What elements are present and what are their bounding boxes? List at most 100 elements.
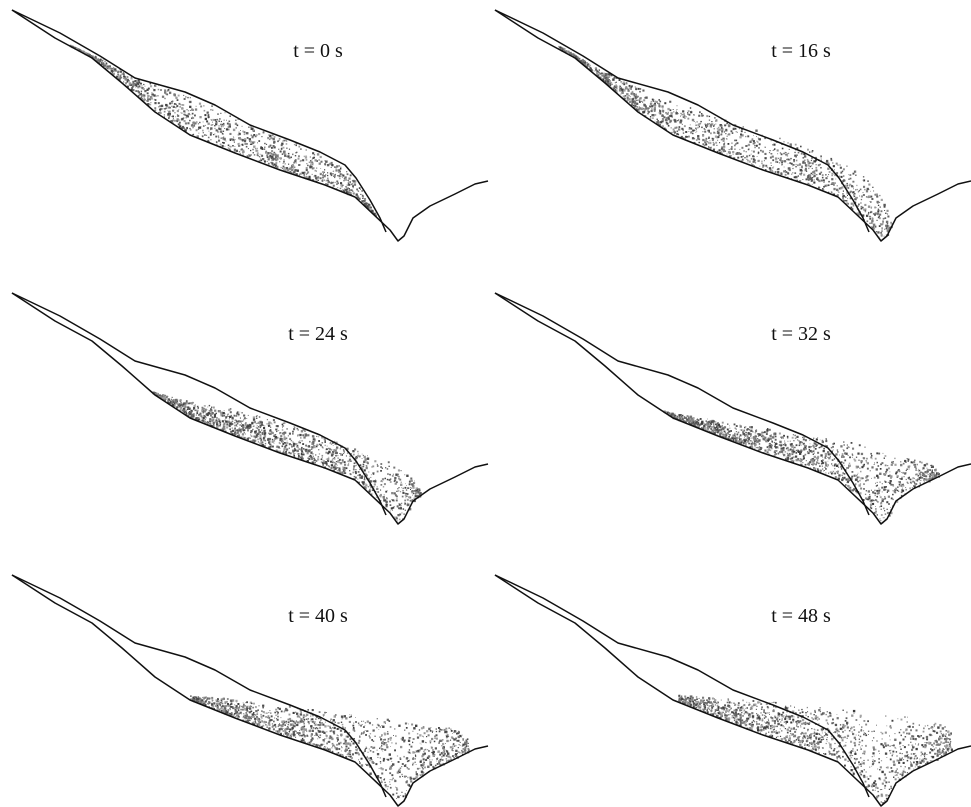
particle xyxy=(315,177,317,179)
particle xyxy=(692,130,694,132)
particle xyxy=(879,237,880,238)
particle xyxy=(831,173,833,175)
particle xyxy=(792,166,793,167)
particle xyxy=(312,152,314,154)
particle xyxy=(864,447,865,448)
particle xyxy=(852,471,854,473)
particle xyxy=(725,129,727,131)
particle xyxy=(380,490,381,491)
particle xyxy=(92,55,93,56)
particle xyxy=(858,473,859,474)
particle xyxy=(271,160,273,162)
particle xyxy=(398,487,399,488)
particle xyxy=(310,164,311,165)
particle xyxy=(654,107,656,109)
particle xyxy=(169,107,170,108)
particle xyxy=(898,481,899,482)
particle xyxy=(609,81,611,83)
particle xyxy=(330,443,331,444)
particle xyxy=(824,181,825,182)
particle xyxy=(859,190,860,191)
particle xyxy=(106,63,107,64)
particle xyxy=(841,468,842,469)
particle xyxy=(316,444,318,446)
particle xyxy=(843,441,845,443)
particle xyxy=(300,437,301,438)
particle xyxy=(398,469,400,471)
particle xyxy=(307,434,309,436)
particle xyxy=(367,458,369,460)
particle xyxy=(337,455,338,456)
particle xyxy=(324,440,326,442)
particle xyxy=(325,165,326,166)
particle xyxy=(807,149,809,151)
particle xyxy=(396,516,397,517)
particle xyxy=(213,419,214,420)
particle xyxy=(582,60,584,62)
particle xyxy=(410,500,411,501)
particle xyxy=(252,136,254,138)
particle xyxy=(705,140,707,142)
particle xyxy=(152,96,153,97)
particle xyxy=(171,106,172,107)
particle xyxy=(869,496,871,498)
particle xyxy=(205,125,206,126)
particle xyxy=(169,115,171,117)
particle xyxy=(321,458,322,459)
particle xyxy=(630,88,632,90)
particle xyxy=(857,481,858,482)
particle xyxy=(242,421,244,423)
particle xyxy=(765,147,766,148)
particle xyxy=(761,447,762,448)
particle xyxy=(807,179,808,180)
particle xyxy=(357,455,359,457)
particle xyxy=(735,440,737,442)
particle xyxy=(833,165,835,167)
particle xyxy=(157,95,159,97)
particle xyxy=(918,470,919,471)
particle xyxy=(808,180,809,181)
particle xyxy=(233,129,235,131)
particle xyxy=(405,493,407,495)
particle xyxy=(395,518,396,519)
particle xyxy=(144,94,145,95)
particle xyxy=(838,192,839,193)
particle xyxy=(332,173,333,174)
particle xyxy=(265,151,267,153)
particle xyxy=(242,151,244,153)
particle xyxy=(867,220,869,222)
particle xyxy=(885,455,887,457)
particle xyxy=(364,479,366,481)
particle xyxy=(654,99,655,100)
particle xyxy=(194,125,195,126)
particle xyxy=(385,504,387,506)
particle xyxy=(398,476,400,478)
particle xyxy=(249,155,251,157)
particle xyxy=(575,56,576,57)
particle xyxy=(322,455,324,457)
particle xyxy=(191,117,193,119)
particle xyxy=(272,441,274,443)
particle xyxy=(871,222,873,224)
particle xyxy=(669,101,671,103)
particle xyxy=(402,496,404,498)
particle xyxy=(746,155,748,157)
particle xyxy=(741,429,742,430)
particle xyxy=(361,190,363,192)
particle xyxy=(234,142,235,143)
particle xyxy=(704,128,705,129)
particle xyxy=(788,441,789,442)
particle xyxy=(123,72,124,73)
particle xyxy=(189,413,191,415)
particle xyxy=(805,166,807,168)
particle xyxy=(721,125,723,127)
particle xyxy=(273,164,274,165)
particle xyxy=(331,454,333,456)
particle xyxy=(807,164,809,166)
particle xyxy=(806,170,807,171)
particle xyxy=(276,158,278,160)
particle xyxy=(866,458,868,460)
particle xyxy=(822,466,823,467)
particle xyxy=(324,180,325,181)
particle xyxy=(259,156,260,157)
